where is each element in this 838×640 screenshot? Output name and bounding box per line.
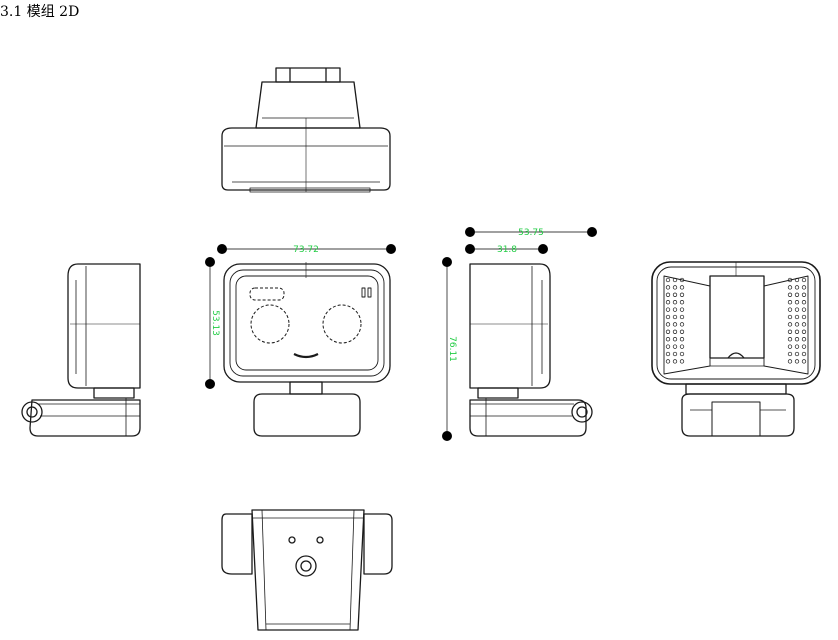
vent-hole — [679, 307, 685, 312]
vent-hole — [801, 322, 807, 327]
vent-hole — [672, 322, 678, 327]
vent-hole — [801, 351, 807, 357]
vent-hole — [787, 337, 793, 342]
dimension-front-width: 73.72 — [217, 244, 396, 255]
vent-hole — [679, 300, 685, 305]
vent-hole — [672, 292, 678, 297]
vent-hole — [801, 300, 807, 305]
vent-hole — [801, 359, 807, 364]
vent-hole — [787, 285, 793, 290]
vent-hole — [787, 307, 793, 312]
vent-hole — [672, 285, 678, 290]
vent-hole — [665, 329, 671, 334]
vent-hole — [801, 307, 807, 312]
back-view-vent-holes — [665, 277, 807, 364]
front-view — [223, 262, 391, 437]
top-view — [221, 67, 391, 193]
vent-hole — [672, 314, 678, 320]
section-title: 模组 2D — [26, 4, 80, 20]
vent-hole — [679, 322, 685, 327]
vent-hole — [672, 300, 678, 305]
vent-hole — [679, 285, 685, 290]
dim-label-front-height: 53.13 — [210, 310, 220, 336]
vent-hole — [801, 292, 807, 297]
vent-hole — [801, 277, 807, 283]
vent-hole — [672, 344, 678, 349]
left-side-view — [21, 263, 141, 437]
vent-hole — [794, 337, 800, 342]
vent-hole — [794, 344, 800, 349]
vent-hole — [794, 314, 800, 320]
vent-hole — [794, 307, 800, 312]
vent-hole — [787, 322, 793, 327]
vent-hole — [794, 322, 800, 327]
vent-hole — [672, 329, 678, 334]
vent-hole — [787, 300, 793, 305]
vent-hole — [801, 329, 807, 334]
vent-hole — [665, 344, 671, 349]
vent-hole — [665, 314, 671, 320]
vent-hole — [672, 359, 678, 364]
dimension-side-depth: 53.75 — [465, 227, 597, 238]
vent-hole — [679, 314, 685, 320]
vent-hole — [665, 322, 671, 327]
vent-hole — [787, 359, 793, 364]
vent-hole — [794, 329, 800, 334]
dimension-side-height: 76.11 — [442, 257, 457, 441]
vent-hole — [801, 344, 807, 349]
vent-hole — [679, 329, 685, 334]
vent-hole — [794, 351, 800, 357]
vent-hole — [787, 292, 793, 297]
vent-hole — [672, 351, 678, 357]
dim-label-side-depth: 53.75 — [518, 228, 544, 238]
vent-hole — [665, 277, 671, 283]
vent-hole — [665, 307, 671, 312]
dimension-front-height: 53.13 — [205, 257, 220, 389]
vent-hole — [665, 292, 671, 297]
dim-label-front-width: 73.72 — [293, 245, 319, 255]
section-number: 3.1 — [0, 4, 23, 20]
vent-hole — [787, 329, 793, 334]
bottom-view — [221, 509, 393, 631]
vent-hole — [672, 307, 678, 312]
vent-hole — [672, 277, 678, 283]
vent-hole — [787, 351, 793, 357]
vent-hole — [679, 277, 685, 283]
vent-hole — [679, 351, 685, 357]
vent-hole — [801, 337, 807, 342]
vent-hole — [679, 337, 685, 342]
vent-hole — [794, 300, 800, 305]
dim-label-side-height: 76.11 — [447, 336, 457, 362]
vent-hole — [665, 285, 671, 290]
vent-hole — [665, 359, 671, 364]
vent-hole — [794, 359, 800, 364]
vent-hole — [787, 344, 793, 349]
dimension-side-base-depth: 31.8 — [465, 244, 548, 255]
vent-hole — [801, 285, 807, 290]
dim-label-side-base-depth: 31.8 — [497, 245, 517, 255]
vent-hole — [801, 314, 807, 320]
vent-hole — [679, 344, 685, 349]
back-view — [651, 261, 821, 437]
vent-hole — [679, 359, 685, 364]
vent-hole — [679, 292, 685, 297]
section-heading: 3.1 模组 2D — [0, 1, 79, 21]
vent-hole — [672, 337, 678, 342]
vent-hole — [787, 277, 793, 283]
vent-hole — [794, 285, 800, 290]
vent-hole — [794, 292, 800, 297]
right-side-view — [469, 263, 593, 437]
vent-hole — [794, 277, 800, 283]
vent-hole — [787, 314, 793, 320]
vent-hole — [665, 351, 671, 357]
vent-hole — [665, 337, 671, 342]
vent-hole — [665, 300, 671, 305]
